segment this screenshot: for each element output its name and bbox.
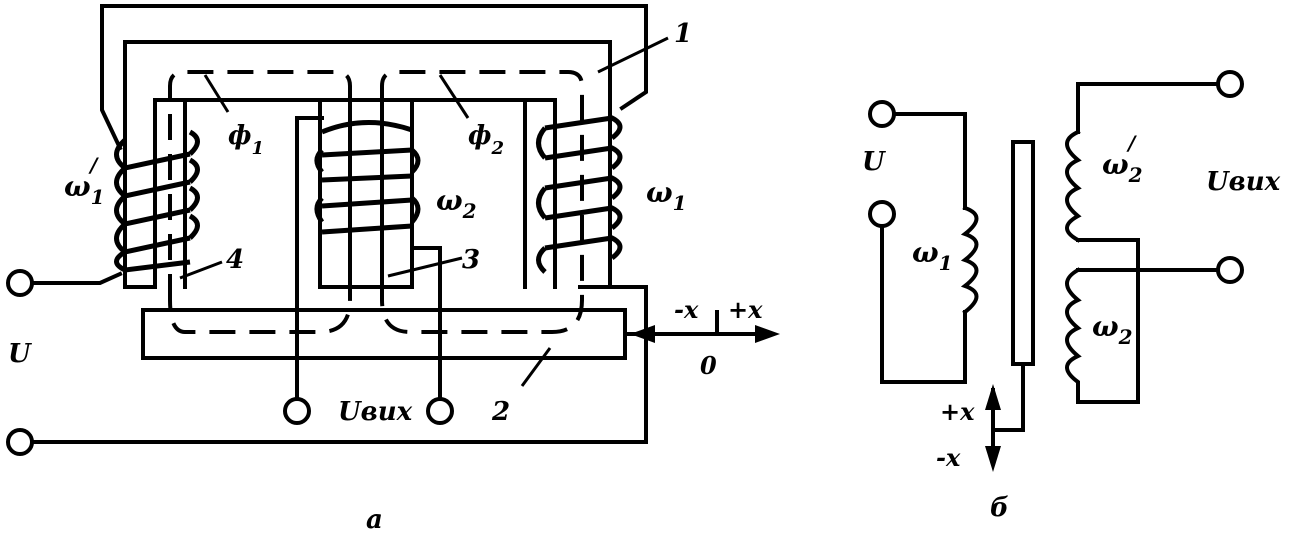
leader-1 bbox=[597, 36, 669, 74]
armature-right-frame bbox=[608, 285, 648, 444]
label-axis-plus-a: +x bbox=[728, 295, 763, 324]
output-terminal-left[interactable] bbox=[283, 397, 311, 425]
label-part-1: 1 bbox=[674, 19, 692, 49]
primary-wire-top bbox=[892, 112, 967, 210]
flux-path-2 bbox=[380, 70, 584, 334]
label-axis-minus-a: -x bbox=[674, 295, 699, 324]
coil-left bbox=[114, 129, 200, 273]
label-winding-left: ω1 bbox=[64, 170, 105, 209]
diagram-b: U Uвих ω1 ω2 / ω2 +x -x б bbox=[862, 70, 1281, 523]
primary-wire-bottom bbox=[880, 226, 967, 384]
secondary-wire-mid bbox=[1076, 238, 1140, 272]
label-winding-sec-bottom: ω2 bbox=[1092, 310, 1133, 349]
secondary-wire-bottom bbox=[1076, 238, 1140, 404]
label-uout-b: Uвих bbox=[1206, 167, 1281, 197]
label-uout-a: Uвих bbox=[338, 397, 413, 427]
secondary-wire-top bbox=[1076, 82, 1220, 134]
leader-2 bbox=[520, 347, 552, 387]
label-winding-right: ω1 bbox=[646, 176, 687, 215]
leader-flux-2 bbox=[438, 74, 470, 119]
input-terminal-top[interactable] bbox=[6, 269, 34, 297]
label-axis-minus-b: -x bbox=[936, 443, 961, 472]
output-wire-left bbox=[295, 116, 324, 402]
movable-core bbox=[1011, 140, 1035, 366]
input-wire-top bbox=[30, 271, 123, 285]
label-part-2: 2 bbox=[491, 397, 510, 427]
input-terminal-bottom[interactable] bbox=[6, 428, 34, 456]
label-axis-plus-b: +x bbox=[940, 397, 975, 426]
secondary-coil-top bbox=[1065, 129, 1082, 243]
label-winding-center: ω2 bbox=[436, 184, 477, 223]
label-u-b: U bbox=[862, 147, 886, 177]
label-flux-1: ф1 bbox=[228, 121, 264, 159]
label-u-a: U bbox=[8, 339, 32, 369]
core-rod bbox=[991, 362, 1025, 432]
input-terminal-b-bottom[interactable] bbox=[868, 200, 896, 228]
label-winding-primary: ω1 bbox=[912, 236, 953, 275]
displacement-axis-b bbox=[985, 384, 1001, 472]
e-core bbox=[123, 40, 612, 289]
coil-right bbox=[536, 115, 623, 274]
label-part-3: 3 bbox=[462, 245, 480, 275]
input-terminal-b-top[interactable] bbox=[868, 100, 896, 128]
output-wire-right bbox=[410, 246, 442, 402]
coil-center bbox=[314, 120, 421, 235]
leader-flux-1 bbox=[203, 74, 230, 113]
leader-4 bbox=[179, 260, 223, 280]
core-outer-bracket bbox=[100, 4, 648, 151]
diagram-a: U Uвих ф1 ф2 ω1 / ω2 ω1 1 2 3 4 -x +x 0 … bbox=[6, 4, 780, 535]
output-terminal-b-bottom[interactable] bbox=[1216, 256, 1244, 284]
secondary-coil-bottom bbox=[1065, 267, 1082, 404]
primary-coil bbox=[960, 205, 979, 315]
label-winding-left-prime: / bbox=[88, 153, 99, 177]
label-winding-sec-top-prime: / bbox=[1126, 131, 1137, 155]
output-terminal-right[interactable] bbox=[426, 397, 454, 425]
displacement-axis-a bbox=[623, 310, 780, 343]
label-axis-zero-a: 0 bbox=[700, 351, 717, 380]
label-winding-sec-top: ω2 bbox=[1102, 148, 1143, 187]
output-terminal-b-top[interactable] bbox=[1216, 70, 1244, 98]
label-part-4: 4 bbox=[226, 245, 244, 275]
caption-b: б bbox=[990, 493, 1009, 523]
flux-path-1 bbox=[168, 70, 352, 334]
leader-3 bbox=[387, 256, 463, 278]
label-flux-2: ф2 bbox=[468, 121, 504, 159]
caption-a: а bbox=[366, 505, 383, 535]
